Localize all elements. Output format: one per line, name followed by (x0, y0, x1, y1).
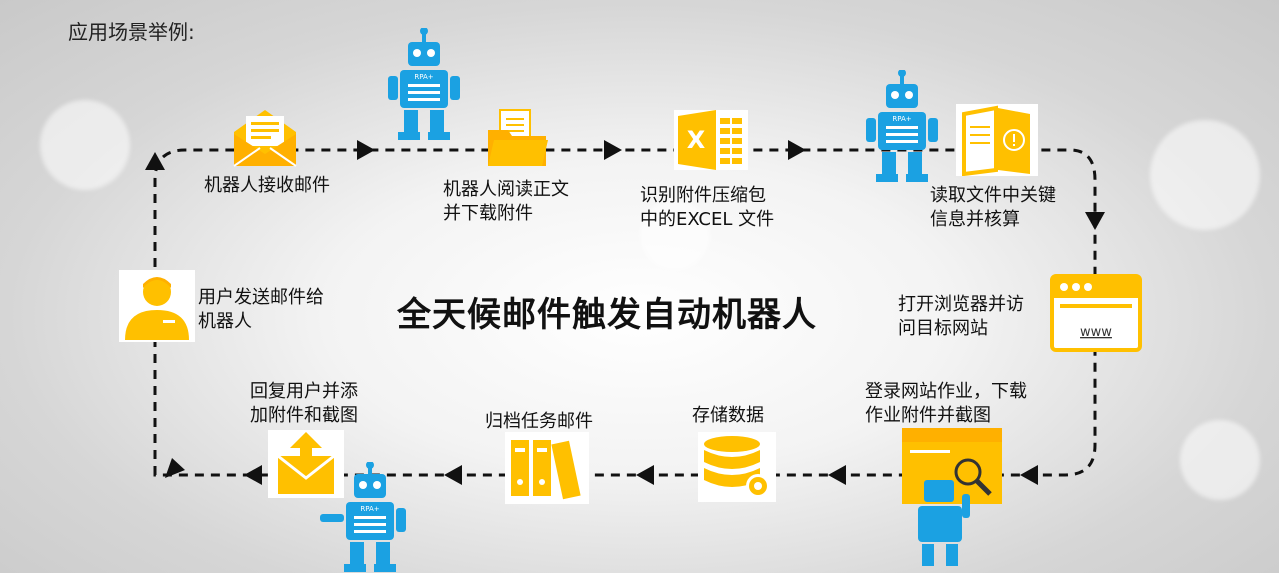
robot-icon: RPA+ (866, 70, 938, 185)
step-line: 加附件和截图 (250, 404, 358, 428)
robot-icon: RPA+ (388, 28, 460, 143)
reply-envelope-icon (268, 430, 344, 498)
step-line: 作业附件并截图 (865, 404, 1027, 428)
envelope-icon (232, 108, 298, 168)
arrow-left (828, 465, 846, 485)
excel-icon: X (674, 110, 748, 170)
step-label-store: 存储数据 (692, 404, 764, 428)
arrow-left (636, 465, 654, 485)
step-label-user: 用户发送邮件给 机器人 (198, 286, 324, 334)
robot-badge: RPA+ (892, 115, 911, 123)
step-label-browser: 打开浏览器并访 问目标网站 (898, 293, 1024, 341)
step-line: 归档任务邮件 (485, 410, 593, 434)
arrow-left (444, 465, 462, 485)
database-icon (698, 432, 776, 502)
arrow-left (1020, 465, 1038, 485)
step-line: 问目标网站 (898, 317, 1024, 341)
step-label-receive: 机器人接收邮件 (204, 174, 330, 198)
step-line: 中的EXCEL 文件 (640, 208, 774, 232)
step-label-read: 机器人阅读正文 并下载附件 (443, 178, 569, 226)
step-line: 并下载附件 (443, 202, 569, 226)
step-label-extract: 读取文件中关键 信息并核算 (930, 184, 1056, 232)
step-line: 用户发送邮件给 (198, 286, 324, 310)
step-line: 机器人阅读正文 (443, 178, 569, 202)
robot-badge: RPA+ (360, 505, 379, 513)
arrow-down (1085, 212, 1105, 230)
step-line: 信息并核算 (930, 208, 1056, 232)
user-icon (119, 270, 195, 342)
step-line: 登录网站作业，下载 (865, 380, 1027, 404)
robot-badge: RPA+ (414, 73, 433, 81)
arrow-right (357, 140, 375, 160)
step-label-excel: 识别附件压缩包 中的EXCEL 文件 (640, 184, 774, 232)
step-line: 回复用户并添 (250, 380, 358, 404)
step-line: 机器人接收邮件 (204, 174, 330, 198)
step-line: 机器人 (198, 310, 324, 334)
arrow-up (145, 152, 165, 170)
arrow-right (788, 140, 806, 160)
excel-letter: X (687, 126, 706, 154)
browser-window-icon: www (1050, 274, 1142, 352)
document-read-icon (956, 104, 1038, 176)
step-line: 读取文件中关键 (930, 184, 1056, 208)
folder-icon (486, 108, 550, 168)
step-label-archive: 归档任务邮件 (485, 410, 593, 434)
step-line: 存储数据 (692, 404, 764, 428)
step-label-login: 登录网站作业，下载 作业附件并截图 (865, 380, 1027, 428)
arrow-right (604, 140, 622, 160)
step-label-reply: 回复用户并添 加附件和截图 (250, 380, 358, 428)
arrow-left (244, 465, 262, 485)
robot-icon (910, 480, 970, 573)
step-line: 打开浏览器并访 (898, 293, 1024, 317)
diagram-title: 全天候邮件触发自动机器人 (397, 287, 817, 336)
step-line: 识别附件压缩包 (640, 184, 774, 208)
www-text: www (1080, 325, 1112, 340)
archive-binders-icon (505, 432, 589, 504)
